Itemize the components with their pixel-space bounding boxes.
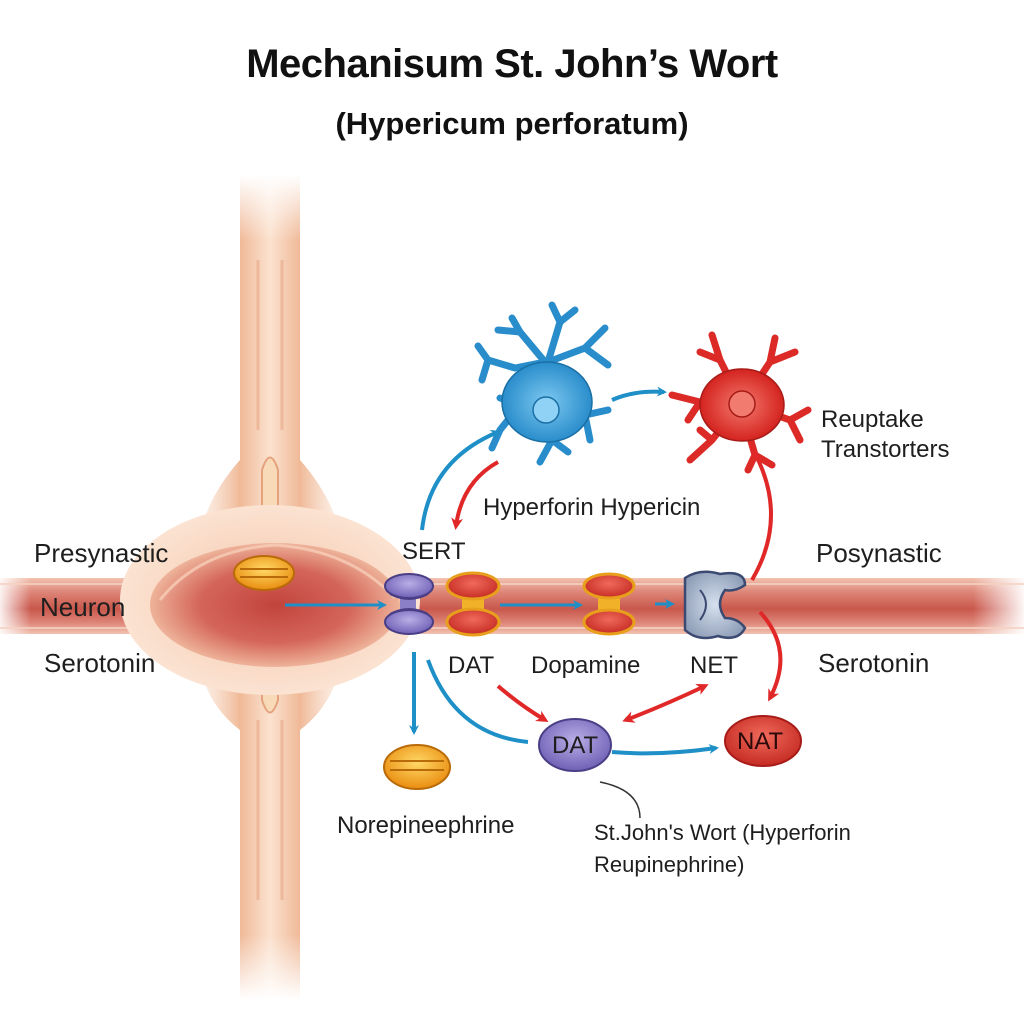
arrow-curve-to-dat-node — [426, 659, 529, 744]
nat-node — [724, 715, 802, 767]
label-serotonin-left: Serotonin — [44, 648, 156, 678]
label-reuptake-line2: Transtorters — [821, 436, 950, 463]
arrow-sert-to-blue-cell — [420, 430, 501, 531]
label-presynaptic: Presynastic — [34, 538, 169, 568]
arrow-dat-node-net-bidirectional — [622, 684, 709, 723]
diagram-title: Mechanisum St. John’s Wort — [246, 42, 778, 86]
arrow-dat-to-dat-node — [496, 684, 549, 723]
label-reuptake-line1: Reuptake — [821, 406, 924, 433]
net-transporter — [683, 570, 747, 640]
label-neuron: Neuron — [40, 592, 126, 622]
arrow-blue-to-red-cell — [611, 386, 667, 402]
label-norepinephrine: Norepineephrine — [337, 812, 515, 839]
arrow-red-cell-to-net — [750, 447, 773, 582]
dat-transporter — [445, 571, 501, 637]
presynaptic-soma — [120, 505, 420, 695]
label-sjw-line1: St.John's Wort (Hyperforin — [594, 820, 851, 845]
norepinephrine-vesicle — [383, 744, 451, 790]
label-dat-node: DAT — [552, 732, 599, 759]
arrow-net-to-nat — [758, 610, 783, 702]
label-sert: SERT — [402, 538, 466, 565]
label-dopamine: Dopamine — [531, 652, 641, 679]
red-neuron-cell — [668, 331, 812, 474]
label-postsynaptic: Posynastic — [816, 538, 942, 568]
label-dat: DAT — [448, 652, 495, 679]
label-serotonin-right: Serotonin — [818, 648, 930, 678]
label-sjw-line2: Reupinephrine) — [594, 852, 745, 877]
serotonin-vesicle — [233, 555, 295, 591]
arrow-dat-node-to-nat — [611, 744, 719, 756]
sert-transporter — [384, 573, 434, 635]
label-nat-node: NAT — [737, 728, 784, 755]
diagram-subtitle: (Hypericum perforatum) — [335, 106, 689, 141]
dat-node — [538, 718, 612, 772]
label-hyperforin-hypericin: Hyperforin Hypericin — [483, 494, 701, 521]
label-net: NET — [690, 652, 738, 679]
blue-neuron-cell — [474, 301, 612, 466]
arrow-blue-cell-to-sert — [451, 460, 499, 530]
dopamine-transporter — [582, 572, 636, 636]
annotation-leader-line — [599, 781, 641, 819]
